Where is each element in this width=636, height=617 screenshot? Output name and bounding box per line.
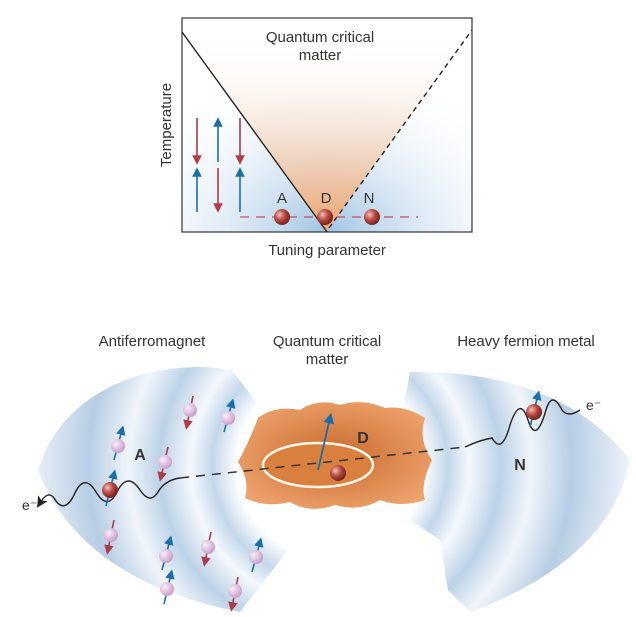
region-a-label: A	[134, 447, 146, 464]
point-n-ball	[364, 209, 380, 225]
spin-up-particle-scattered	[102, 469, 118, 507]
heavy-fermion-region	[380, 371, 630, 612]
heavy-fermion-label: Heavy fermion metal	[457, 333, 595, 350]
phase-diagram: Quantum critical matter Temperature Tuni…	[158, 17, 473, 259]
electron-right-label: e⁻	[586, 397, 601, 413]
spin-down-particle	[228, 576, 242, 612]
crossover-dashed-line	[328, 29, 473, 229]
spin-up-arrow	[317, 412, 335, 471]
spin-particles	[102, 390, 542, 612]
y-axis-label: Temperature	[158, 83, 175, 167]
spin-arrows	[192, 117, 245, 213]
spin-up-particle	[249, 537, 264, 573]
spin-up-particle	[159, 535, 174, 571]
point-a-label: A	[277, 190, 287, 207]
x-axis-label: Tuning parameter	[268, 242, 386, 259]
spin-down-particle	[104, 519, 118, 555]
spin-down-particle	[201, 531, 215, 567]
orbit-ellipse	[261, 441, 375, 489]
top-title-line1: Quantum critical	[266, 29, 374, 46]
region-n-label: N	[514, 457, 526, 474]
point-d-label: D	[321, 190, 332, 207]
quantum-critical-label-line1: Quantum critical	[273, 333, 381, 350]
point-a-ball	[274, 209, 290, 225]
top-title-line2: matter	[299, 47, 342, 64]
spin-up-particle	[160, 569, 175, 605]
point-n-label: N	[364, 190, 375, 207]
region-d-label: D	[357, 430, 369, 447]
spin-up-particle	[111, 425, 126, 461]
schematic-illustration: Antiferromagnet Quantum critical matter …	[22, 333, 630, 612]
antiferromagnet-label: Antiferromagnet	[99, 333, 207, 350]
right-wave-packet	[464, 399, 581, 448]
point-d-ball	[317, 209, 333, 225]
spin-down-particle	[157, 446, 172, 482]
phase-boundary-line	[181, 31, 328, 233]
heavy-fermion-particle	[526, 390, 542, 428]
spin-down-particle	[183, 395, 197, 430]
electron-left-label: e⁻	[22, 497, 37, 513]
quantum-critical-fan	[182, 32, 472, 232]
electron-ball	[330, 465, 346, 481]
spin-up-particle	[221, 398, 236, 433]
quantum-critical-label-line2: matter	[306, 351, 349, 368]
